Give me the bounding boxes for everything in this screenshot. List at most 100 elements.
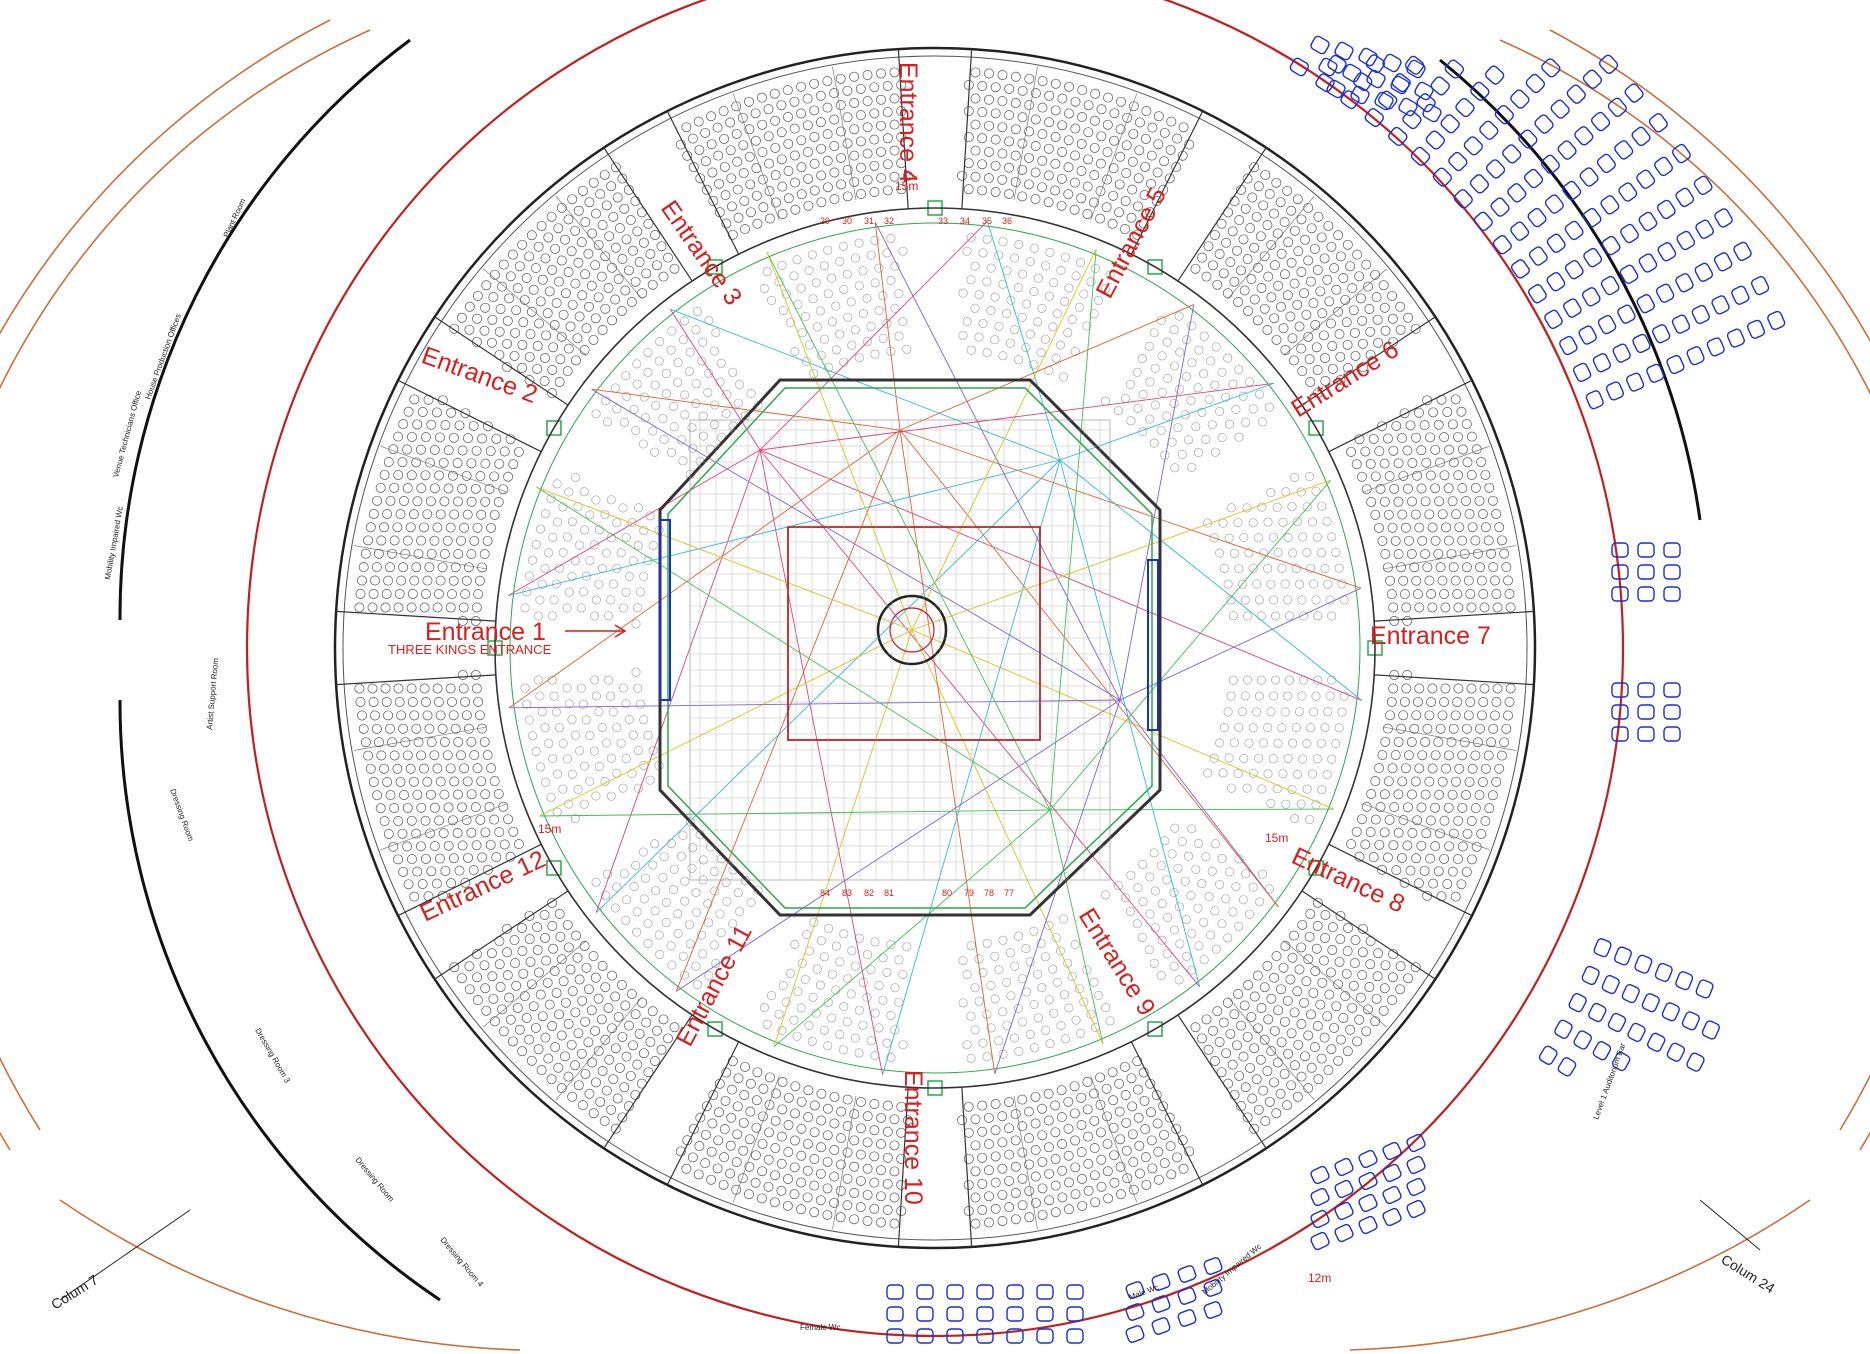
aisle-line xyxy=(434,316,569,406)
seat xyxy=(1448,723,1459,734)
seat xyxy=(1215,548,1225,558)
seat xyxy=(1128,1184,1139,1195)
seat xyxy=(808,992,818,1002)
blue-seat xyxy=(1695,219,1714,239)
seat xyxy=(1444,444,1455,455)
seat xyxy=(1282,185,1293,196)
seat xyxy=(591,208,601,219)
seat xyxy=(563,214,574,225)
seat xyxy=(617,254,628,265)
seat xyxy=(1271,675,1281,685)
seat xyxy=(1324,989,1335,1000)
rigging-line xyxy=(882,459,1061,1075)
seat xyxy=(610,383,620,393)
seat xyxy=(481,280,492,291)
rigging-line xyxy=(1049,249,1097,811)
seat xyxy=(1476,457,1487,467)
seat xyxy=(658,271,669,282)
seat xyxy=(1304,931,1315,942)
seat xyxy=(1466,431,1477,442)
seat xyxy=(1501,723,1512,734)
seat xyxy=(1361,801,1372,812)
seat xyxy=(1233,989,1244,999)
seat xyxy=(835,126,846,137)
seat xyxy=(565,964,576,975)
seat xyxy=(1283,595,1293,605)
seat xyxy=(1159,127,1170,138)
seat xyxy=(1476,710,1487,721)
seat xyxy=(596,1014,607,1025)
seat xyxy=(1201,434,1211,444)
seat-label: 80 xyxy=(942,888,952,898)
seat xyxy=(766,990,776,1000)
seat xyxy=(1122,1173,1133,1184)
seat xyxy=(701,1101,712,1112)
seat xyxy=(1289,1007,1300,1018)
blue-seat xyxy=(1353,72,1373,92)
seat xyxy=(1280,345,1291,355)
blue-seat xyxy=(1592,353,1612,373)
seat xyxy=(1380,549,1391,560)
seat xyxy=(580,1068,591,1079)
seat xyxy=(1037,1130,1048,1141)
seat xyxy=(829,1145,840,1155)
seat xyxy=(1240,595,1250,605)
seat xyxy=(1187,358,1197,368)
seat xyxy=(1077,85,1088,96)
seat xyxy=(1077,1174,1087,1184)
seat xyxy=(1414,602,1425,613)
seat xyxy=(882,1152,893,1163)
seat xyxy=(634,1028,645,1039)
seat xyxy=(1150,400,1160,410)
seat xyxy=(1422,395,1433,406)
seat xyxy=(1203,768,1213,778)
seat xyxy=(519,294,530,305)
seat xyxy=(1379,827,1390,838)
blue-seat xyxy=(1177,1309,1197,1327)
seat xyxy=(507,249,518,260)
seat xyxy=(1484,803,1495,814)
seat xyxy=(650,230,660,240)
seat xyxy=(958,288,968,298)
seat xyxy=(713,150,724,161)
seat xyxy=(687,1152,698,1163)
seat xyxy=(1025,329,1035,339)
seat xyxy=(1395,961,1406,972)
seat xyxy=(824,362,834,372)
seat xyxy=(648,540,658,550)
column-24-leader xyxy=(1699,1199,1761,1251)
seat xyxy=(517,363,527,373)
seat xyxy=(367,602,378,613)
seat xyxy=(446,407,457,418)
seat xyxy=(1412,470,1423,481)
seat xyxy=(368,589,379,599)
seat xyxy=(1276,984,1286,995)
seat xyxy=(631,619,641,629)
seat xyxy=(1074,302,1084,312)
seat xyxy=(554,377,565,387)
seat xyxy=(1354,1014,1365,1025)
seat xyxy=(1029,999,1039,1009)
vomitory-node xyxy=(546,860,562,876)
seat xyxy=(517,1046,528,1057)
seat xyxy=(1159,1158,1170,1169)
seat xyxy=(802,120,813,131)
seat xyxy=(1140,161,1151,172)
seat xyxy=(746,388,756,398)
seat xyxy=(1443,750,1454,761)
seat xyxy=(556,1083,567,1094)
seat xyxy=(1076,1147,1087,1158)
seat xyxy=(1466,854,1477,865)
seat xyxy=(547,365,558,375)
seat xyxy=(1063,162,1074,173)
seat xyxy=(878,995,888,1005)
blue-seat xyxy=(1310,1187,1330,1207)
seat xyxy=(997,1163,1008,1174)
seat xyxy=(1108,190,1119,201)
seat xyxy=(1221,392,1231,402)
seat xyxy=(1402,840,1413,851)
seat xyxy=(360,737,371,748)
seat xyxy=(594,707,604,717)
seat xyxy=(1407,789,1417,800)
seat xyxy=(1297,366,1308,377)
